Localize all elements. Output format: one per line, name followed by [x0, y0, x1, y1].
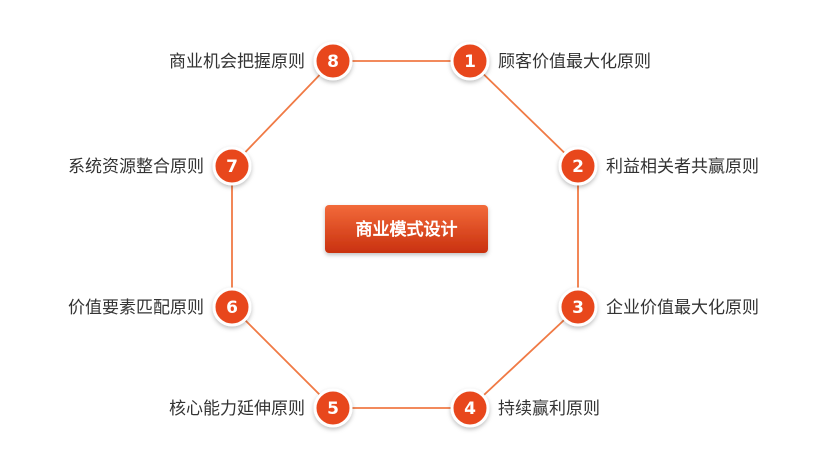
node-1-label: 顾客价值最大化原则	[498, 52, 651, 72]
node-1-number: 1	[464, 52, 476, 72]
node-3-label: 企业价值最大化原则	[606, 298, 759, 318]
node-6: 6 价值要素匹配原则	[68, 287, 252, 327]
node-6-number: 6	[226, 298, 238, 318]
node-2-label: 利益相关者共赢原则	[606, 157, 759, 177]
node-8-number: 8	[327, 52, 339, 72]
node-7-label: 系统资源整合原则	[68, 157, 204, 177]
node-3: 3 企业价值最大化原则	[558, 287, 759, 327]
node-2: 2 利益相关者共赢原则	[558, 146, 759, 186]
node-8-label: 商业机会把握原则	[169, 52, 305, 72]
node-4: 4 持续赢利原则	[450, 388, 600, 428]
node-4-number: 4	[464, 399, 476, 419]
node-7: 7 系统资源整合原则	[68, 146, 252, 186]
node-7-number: 7	[226, 157, 238, 177]
node-3-number: 3	[572, 298, 584, 318]
node-5: 5 核心能力延伸原则	[169, 388, 353, 428]
node-8: 8 商业机会把握原则	[169, 41, 353, 81]
node-4-label: 持续赢利原则	[498, 399, 600, 419]
node-2-number: 2	[572, 157, 584, 177]
center-title: 商业模式设计	[356, 219, 458, 240]
center-box: 商业模式设计	[325, 205, 488, 253]
node-6-label: 价值要素匹配原则	[68, 298, 204, 318]
node-1: 1 顾客价值最大化原则	[450, 41, 651, 81]
node-5-number: 5	[327, 399, 339, 419]
node-5-label: 核心能力延伸原则	[169, 399, 305, 419]
